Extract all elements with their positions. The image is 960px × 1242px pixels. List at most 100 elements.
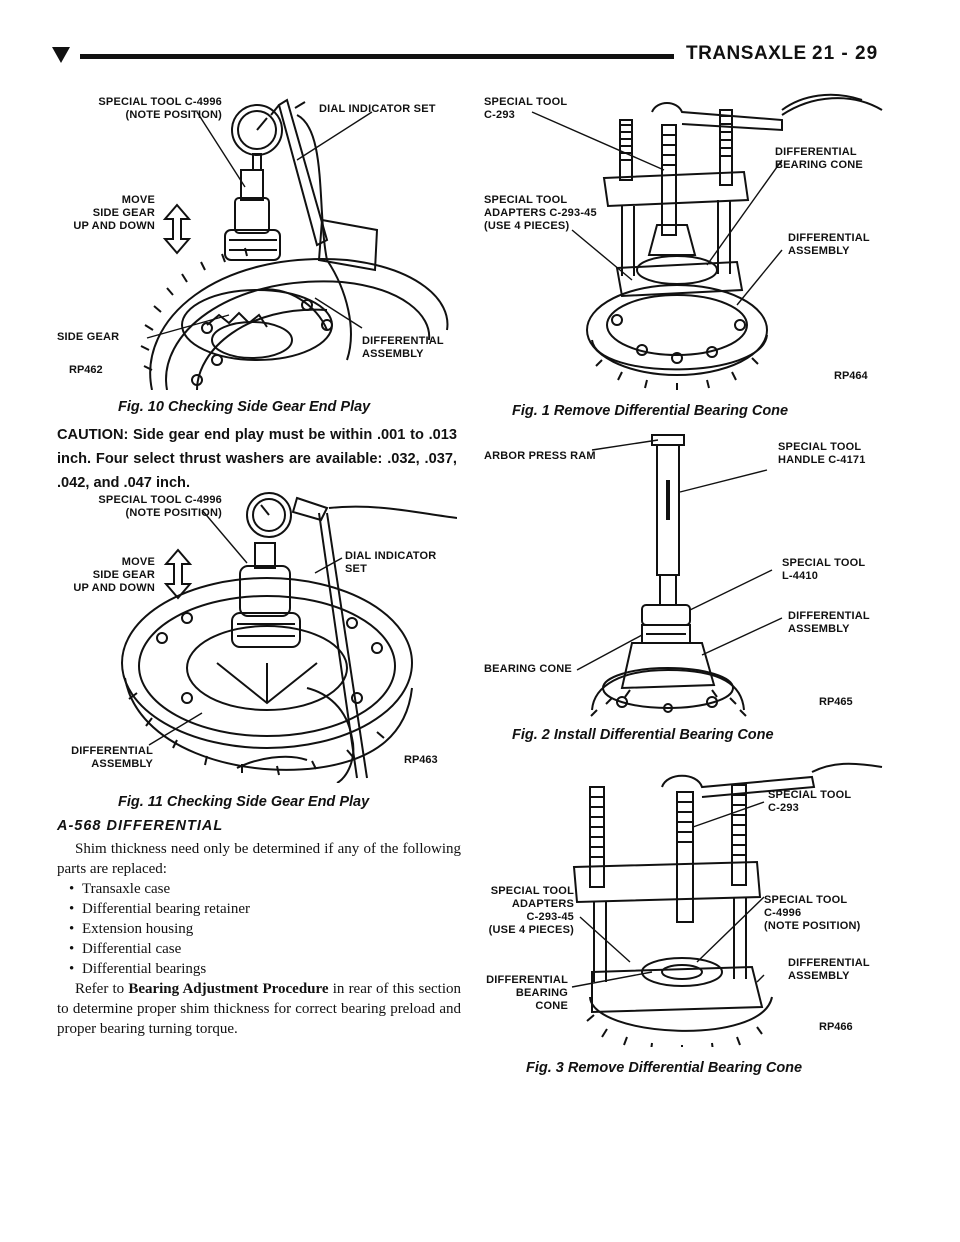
label-special-tool: SPECIAL TOOL C-4996 (NOTE POSITION) — [57, 494, 222, 520]
label-line: SPECIAL TOOL — [490, 885, 574, 897]
figure-3-caption: Fig. 3 Remove Differential Bearing Cone — [526, 1060, 803, 1076]
list-item: Differential bearing retainer — [69, 899, 461, 919]
figure-11-caption: Fig. 11 Checking Side Gear End Play — [118, 794, 370, 810]
label-line: C-293 — [484, 109, 515, 121]
figure-2-caption: Fig. 2 Install Differential Bearing Cone — [512, 727, 774, 743]
label-dial-indicator: DIAL INDICATOR SET — [319, 103, 436, 115]
label-line: C-293 — [768, 802, 799, 814]
intro-paragraph: Shim thickness need only be determined i… — [57, 841, 461, 877]
label-line: UP AND DOWN — [73, 220, 155, 232]
label-differential-assembly: DIFFERENTIAL ASSEMBLY — [788, 957, 870, 983]
body-text: Shim thickness need only be determined i… — [57, 839, 461, 1039]
section-marker-icon — [52, 47, 70, 63]
label-differential-assembly: DIFFERENTIAL ASSEMBLY — [57, 745, 153, 771]
label-special-tool-c293: SPECIAL TOOL C-293 — [768, 789, 851, 815]
label-line: SPECIAL TOOL C-4996 — [98, 494, 222, 506]
section-heading: A-568 DIFFERENTIAL — [57, 818, 224, 834]
refer-procedure: Bearing Adjustment Procedure — [128, 981, 329, 997]
list-item: Differential bearings — [69, 959, 461, 979]
page-number: 21 - 29 — [812, 43, 879, 64]
label-line: SPECIAL TOOL — [782, 557, 866, 569]
label-differential-assembly: DIFFERENTIAL ASSEMBLY — [362, 335, 444, 361]
label-handle: SPECIAL TOOL HANDLE C-4171 — [778, 441, 866, 467]
label-line: SPECIAL TOOL — [764, 894, 848, 906]
figure-3-illustration — [571, 762, 883, 1047]
figure-10-caption: Fig. 10 Checking Side Gear End Play — [118, 399, 371, 415]
figure-1-illustration — [531, 93, 883, 390]
label-dial-indicator: DIAL INDICATOR SET — [345, 550, 436, 576]
label-line: ASSEMBLY — [788, 970, 850, 982]
label-line: DIFFERENTIAL — [486, 974, 568, 986]
label-line: DIFFERENTIAL — [788, 957, 870, 969]
refer-prefix: Refer to — [75, 981, 129, 997]
label-special-tool: SPECIAL TOOL C-293 — [484, 96, 567, 122]
label-line: DIFFERENTIAL — [775, 146, 857, 158]
label-line: ADAPTERS C-293-45 — [484, 207, 597, 219]
label-line: C-293-45 — [526, 911, 574, 923]
label-line: DIFFERENTIAL — [788, 232, 870, 244]
figure-code: RP465 — [819, 696, 853, 708]
label-line: (NOTE POSITION) — [125, 507, 222, 519]
label-line: HANDLE C-4171 — [778, 454, 866, 466]
label-line: DIAL INDICATOR — [345, 550, 437, 562]
label-line: BEARING — [515, 987, 568, 999]
label-line: SPECIAL TOOL — [778, 441, 862, 453]
label-line: UP AND DOWN — [73, 582, 155, 594]
caution-note: CAUTION: Side gear end play must be with… — [57, 427, 457, 491]
refer-suffix: in rear of this section to determine pro… — [57, 981, 462, 1037]
label-line: (USE 4 PIECES) — [488, 924, 574, 936]
label-line: SPECIAL TOOL — [768, 789, 852, 801]
label-line: DIFFERENTIAL — [362, 335, 444, 347]
header-rule — [80, 54, 674, 59]
list-item: Differential case — [69, 939, 461, 959]
figure-2: ARBOR PRESS RAM SPECIAL TOOL HANDLE C-41… — [482, 430, 902, 720]
figure-code: RP466 — [819, 1021, 853, 1033]
label-line: C-4996 — [764, 907, 802, 919]
section-title: TRANSAXLE — [686, 43, 807, 64]
figure-code: RP464 — [834, 370, 868, 382]
figure-10-illustration — [140, 98, 449, 390]
label-line: SIDE GEAR — [92, 207, 155, 219]
label-adapters: SPECIAL TOOL ADAPTERS C-293-45 (USE 4 PI… — [482, 885, 574, 937]
label-side-gear: SIDE GEAR — [57, 331, 120, 343]
label-line: MOVE — [121, 556, 155, 568]
label-line: DIFFERENTIAL — [788, 610, 870, 622]
label-line: BEARING CONE — [775, 159, 863, 171]
label-line: SPECIAL TOOL — [484, 194, 568, 206]
figure-11-illustration — [121, 492, 457, 783]
label-line: ASSEMBLY — [788, 245, 850, 257]
figure-10: SPECIAL TOOL C-4996 (NOTE POSITION) DIAL… — [57, 90, 457, 390]
label-line: ADAPTERS — [511, 898, 574, 910]
label-line: L-4410 — [782, 570, 819, 582]
label-line: ASSEMBLY — [788, 623, 850, 635]
label-line: ASSEMBLY — [91, 758, 153, 770]
figure-code: RP463 — [404, 754, 438, 766]
figure-code: RP462 — [69, 364, 103, 376]
label-arbor-press-ram: ARBOR PRESS RAM — [484, 450, 596, 462]
figure-2-illustration — [576, 434, 783, 717]
label-line: (USE 4 PIECES) — [484, 220, 570, 232]
label-bearing-cone: DIFFERENTIAL BEARING CONE — [775, 146, 863, 172]
label-special-tool-c4996: SPECIAL TOOL C-4996 (NOTE POSITION) — [764, 894, 861, 933]
label-move-side-gear: MOVE SIDE GEAR UP AND DOWN — [57, 556, 155, 595]
parts-list: Transaxle case Differential bearing reta… — [69, 879, 461, 979]
label-bearing-cone: DIFFERENTIAL BEARING CONE — [482, 974, 568, 1013]
figure-1: SPECIAL TOOL C-293 SPECIAL TOOL ADAPTERS… — [482, 90, 902, 390]
label-special-tool: SPECIAL TOOL C-4996 (NOTE POSITION) — [57, 96, 222, 122]
label-line: SPECIAL TOOL — [484, 96, 568, 108]
label-l4410: SPECIAL TOOL L-4410 — [782, 557, 865, 583]
label-line: ASSEMBLY — [362, 348, 424, 360]
label-line: CONE — [535, 1000, 568, 1012]
label-move-side-gear: MOVE SIDE GEAR UP AND DOWN — [57, 194, 155, 233]
label-line: DIFFERENTIAL — [71, 745, 153, 757]
figure-1-caption: Fig. 1 Remove Differential Bearing Cone — [512, 403, 789, 419]
list-item: Extension housing — [69, 919, 461, 939]
label-line: (NOTE POSITION) — [125, 109, 222, 121]
label-line: SET — [345, 563, 367, 575]
label-line: SIDE GEAR — [92, 569, 155, 581]
label-differential-assembly: DIFFERENTIAL ASSEMBLY — [788, 232, 870, 258]
refer-paragraph: Refer to Bearing Adjustment Procedure in… — [57, 979, 461, 1039]
label-differential-assembly: DIFFERENTIAL ASSEMBLY — [788, 610, 870, 636]
label-line: MOVE — [121, 194, 155, 206]
label-line: SPECIAL TOOL C-4996 — [98, 96, 222, 108]
